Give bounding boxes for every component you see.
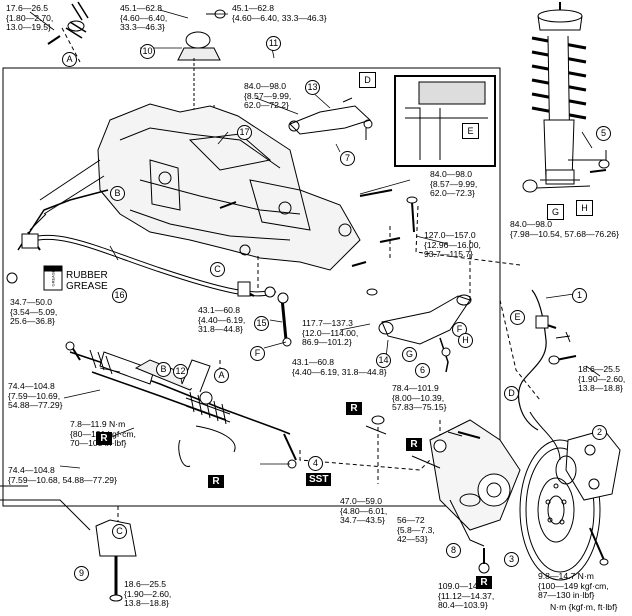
ref-circle-h: H xyxy=(458,333,473,348)
torque-spec-9: 117.7—137.3 {12.0—114.00, 86.9—101.2} xyxy=(302,318,359,348)
ref-square-h: H xyxy=(576,200,593,216)
part-number-12: 12 xyxy=(173,364,188,379)
ref-circle-f-link: F xyxy=(250,346,265,361)
torque-spec-14: 74.4—104.8 {7.59—10.69, 54.88—77.29} xyxy=(8,381,63,411)
ref-circle-a-top: A xyxy=(62,52,77,67)
part-number-15: 15 xyxy=(254,316,269,331)
ref-circle-b-member: B xyxy=(110,186,125,201)
ref-square-g: G xyxy=(547,204,564,220)
detail-inset-box xyxy=(394,75,496,167)
ref-circle-c-bracket: C xyxy=(112,524,127,539)
torque-spec-13: 78.4—101.9 {8.00—10.39, 57.83—75.15} xyxy=(392,383,447,413)
torque-spec-5: 84.0—98.0 {8.57—9.99, 62.0—72.3} xyxy=(430,169,478,199)
torque-spec-11: 84.0—98.0 {7.98—10.54, 57.68—76.26} xyxy=(510,219,619,239)
replace-marker-tie-rod: R xyxy=(208,475,224,488)
torque-spec-3: 45.1—62.8 {4.60—6.40, 33.3—46.3} xyxy=(232,3,327,23)
part-number-9: 9 xyxy=(74,566,89,581)
torque-spec-15: 7.8—11.9 N·m {80—121 kgf·cm, 70—105 in·l… xyxy=(70,419,136,449)
subassembly-frame xyxy=(2,67,501,507)
replace-marker-cotter-pin: R xyxy=(346,402,362,415)
part-number-13: 13 xyxy=(305,80,320,95)
torque-spec-8: 43.1—60.8 {4.40—6.19, 31.8—44.8} xyxy=(198,305,246,335)
ref-circle-a-gear: A xyxy=(214,368,229,383)
part-number-17: 17 xyxy=(237,125,252,140)
torque-spec-17: 47.0—59.0 {4.80—6.01, 34.7—43.5} xyxy=(340,496,388,526)
part-number-4: 4 xyxy=(308,456,323,471)
part-number-2: 2 xyxy=(592,425,607,440)
ref-circle-g: G xyxy=(402,347,417,362)
torque-spec-18: 56—72 {5.8—7.3, 42—53} xyxy=(397,515,435,545)
torque-unit-note: N·m {kgf·m, ft·lbf} xyxy=(550,602,618,612)
ref-circle-d: D xyxy=(504,386,519,401)
part-number-6: 6 xyxy=(415,363,430,378)
special-service-tool-marker: SST xyxy=(306,473,332,486)
torque-spec-6: 127.0—157.0 {12.96—16.00, 93.7—115.7} xyxy=(424,230,481,260)
part-number-8: 8 xyxy=(446,543,461,558)
torque-spec-2: 45.1—62.8 {4.60—6.40, 33.3—46.3} xyxy=(120,3,168,33)
torque-spec-20: 18.6—25.5 {1.90—2.60, 13.8—18.8} xyxy=(124,579,172,609)
part-number-16: 16 xyxy=(112,288,127,303)
replace-marker-gear: R xyxy=(96,432,112,445)
part-number-11: 11 xyxy=(266,36,281,51)
torque-spec-4: 84.0—98.0 {8.57—9.99, 62.0—72.2} xyxy=(244,81,292,111)
torque-spec-12: 18.6—25.5 {1.90—2.60, 13.8—18.8} xyxy=(578,364,626,394)
part-number-1: 1 xyxy=(572,288,587,303)
grease-can-icon: GREASE xyxy=(50,269,56,287)
part-number-5: 5 xyxy=(596,126,611,141)
torque-spec-10: 43.1—60.8 {4.40—6.19, 31.8—44.8} xyxy=(292,357,387,377)
part-number-10: 10 xyxy=(140,44,155,59)
torque-spec-1: 17.6—26.5 {1.80—2.70, 13.0—19.5} xyxy=(6,3,54,33)
rubber-grease-label: RUBBER GREASE xyxy=(66,270,108,292)
ref-circle-c-member: C xyxy=(210,262,225,277)
part-number-7: 7 xyxy=(340,151,355,166)
ref-square-d: D xyxy=(359,72,376,88)
torque-spec-21: 109.0—141.0 {11.12—14.37, 80.4—103.9} xyxy=(438,581,495,611)
ref-square-e: E xyxy=(462,123,479,139)
torque-spec-16: 74.4—104.8 {7.59—10.68, 54.88—77.29} xyxy=(8,465,117,485)
replace-marker-knuckle: R xyxy=(406,438,422,451)
torque-spec-19: 9.8—14.7 N·m {100—149 kgf·cm, 87—130 in·… xyxy=(538,571,609,601)
torque-spec-7: 34.7—50.0 {3.54—5.09, 25.6—36.8} xyxy=(10,297,58,327)
part-number-3: 3 xyxy=(504,552,519,567)
part-number-14: 14 xyxy=(376,353,391,368)
replace-marker-hub-nut: R xyxy=(476,576,492,589)
ref-circle-e: E xyxy=(510,310,525,325)
ref-circle-b-gear: B xyxy=(156,362,171,377)
